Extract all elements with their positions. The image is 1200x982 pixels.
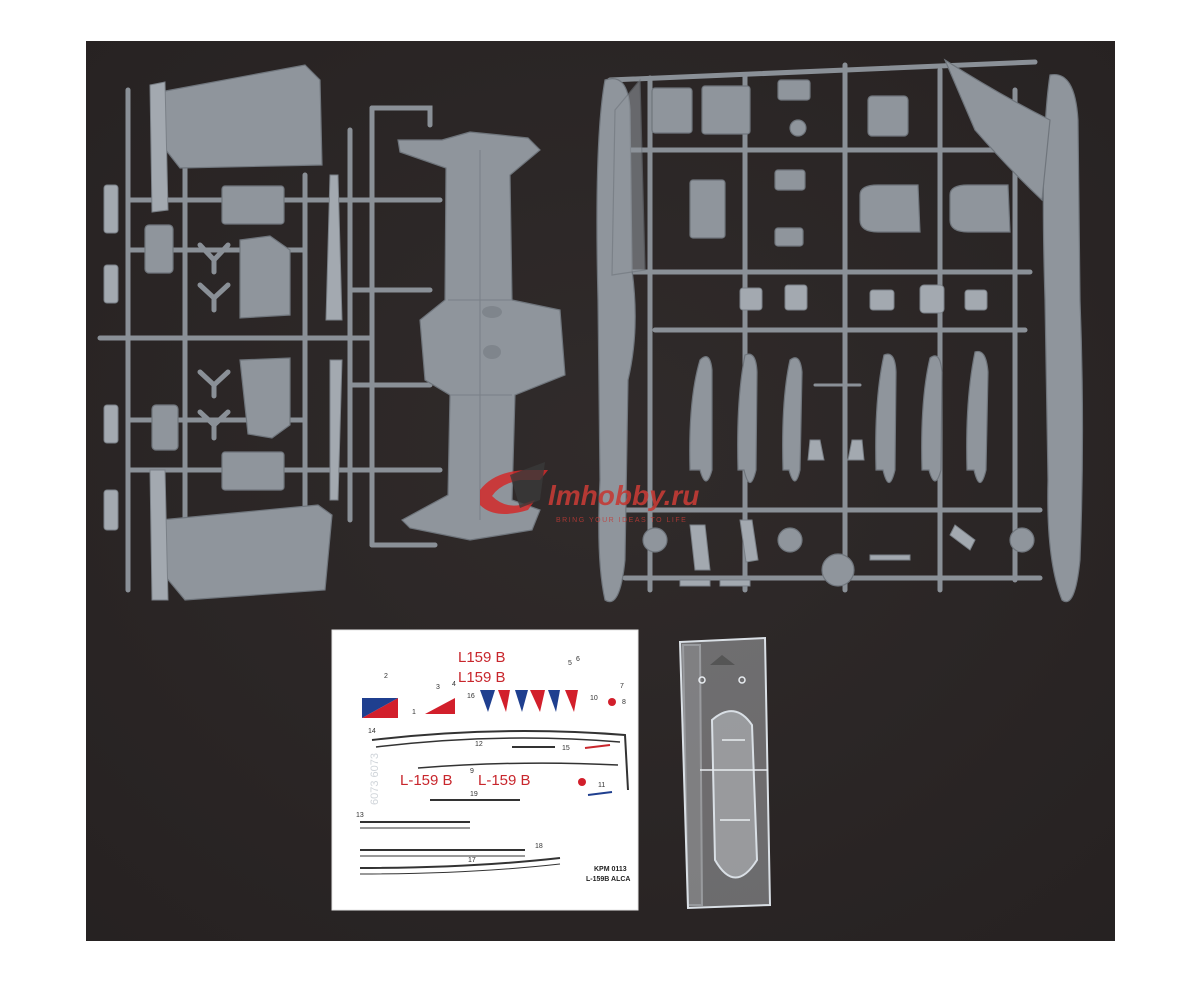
decal-number: 14 xyxy=(368,728,376,735)
decal-side-serial: 6073 6073 xyxy=(369,753,381,805)
decal-number: 4 xyxy=(452,681,456,688)
canopy-sprue xyxy=(678,636,772,910)
decal-number: 6 xyxy=(576,656,580,663)
decal-number: 19 xyxy=(470,791,478,798)
decal-product-name: L-159B ALCA xyxy=(586,876,630,883)
decal-registration-large-1: L-159 B xyxy=(400,772,453,789)
decal-number: 8 xyxy=(622,699,626,706)
decal-number: 13 xyxy=(356,812,364,819)
decal-registration-mid: L159 B xyxy=(458,669,506,686)
decal-number: 7 xyxy=(620,683,624,690)
decal-number: 2 xyxy=(384,673,388,680)
decal-number: 17 xyxy=(468,857,476,864)
decal-number: 11 xyxy=(598,782,605,789)
watermark-text: lmhobby.ru xyxy=(548,480,699,511)
decal-number: 15 xyxy=(562,745,570,752)
drop-tanks xyxy=(689,350,989,484)
decal-number: 3 xyxy=(436,684,440,691)
decal-number: 10 xyxy=(590,695,598,702)
decal-number: 16 xyxy=(467,693,475,700)
decal-number: 5 xyxy=(568,660,572,667)
canopy-part xyxy=(710,710,759,879)
decal-number: 9 xyxy=(470,768,474,775)
decal-number: 1 xyxy=(412,709,416,716)
decal-sheet: L159 B L159 B L-159 B L-159 B 6073 6073 … xyxy=(331,629,639,911)
decal-product-code: KPM 0113 xyxy=(594,866,627,873)
decal-number: 18 xyxy=(535,843,543,850)
left-sprue xyxy=(97,64,566,601)
watermark: lmhobby.ru BRING YOUR IDEAS TO LIFE xyxy=(480,462,699,524)
decal-registration-large-2: L-159 B xyxy=(478,772,531,789)
decal-registration-top: L159 B xyxy=(458,649,506,666)
watermark-tagline: BRING YOUR IDEAS TO LIFE xyxy=(556,517,687,524)
main-wing-part xyxy=(397,131,566,541)
fuselage-right-part xyxy=(1042,73,1084,603)
right-sprue xyxy=(596,58,1084,603)
decal-number: 12 xyxy=(475,741,483,748)
